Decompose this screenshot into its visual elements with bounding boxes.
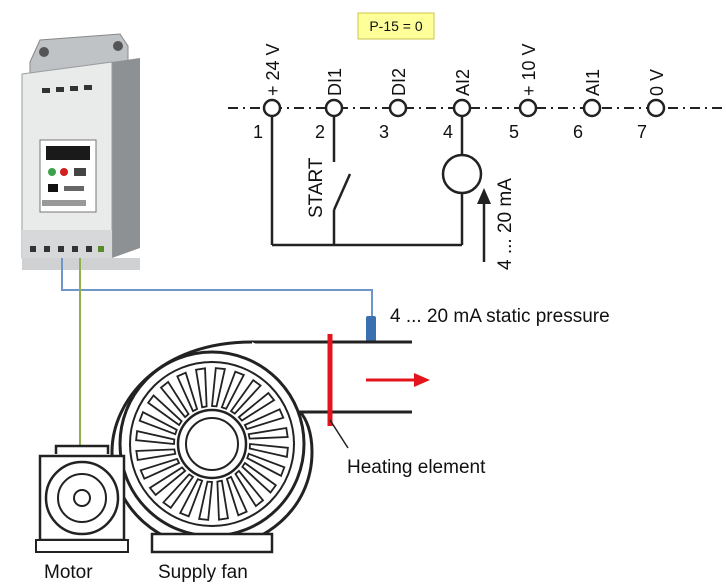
terminal-1-number: 1 [253, 122, 263, 142]
fan-blade [246, 452, 286, 478]
terminal-4-number: 4 [443, 122, 453, 142]
fan-blade [243, 408, 285, 431]
fan-blade [229, 378, 262, 415]
current-label: 4 ... 20 mA [495, 178, 516, 270]
fan-blade [138, 410, 178, 436]
fan-blade [220, 370, 246, 410]
terminal-2-number: 2 [315, 122, 325, 142]
terminal-7-number: 7 [637, 122, 647, 142]
fan-blade [178, 478, 204, 518]
sensor-signal-wire [61, 258, 373, 318]
terminal-7-label: 0 V [647, 69, 667, 96]
fan-blade [135, 430, 176, 445]
display-icon [46, 146, 90, 160]
stop-button-icon [60, 168, 68, 176]
terminal-4-icon [452, 98, 472, 118]
terminal-5-number: 5 [509, 122, 519, 142]
terminal-6-number: 6 [573, 122, 583, 142]
terminal-1-label: + 24 V [263, 43, 283, 96]
terminal-2-label: DI1 [325, 68, 345, 96]
fan-blade [162, 473, 195, 510]
fan-blade [148, 466, 187, 497]
current-source-icon [441, 153, 483, 195]
fan-blade [139, 457, 181, 480]
fan-blade [234, 469, 265, 508]
pressure-sensor [366, 316, 376, 342]
supply-fan [110, 340, 412, 554]
terminal-5-label: + 10 V [519, 43, 539, 96]
fan-blade [248, 443, 289, 458]
terminal-6-label: AI1 [583, 69, 603, 96]
fan-blade [237, 391, 276, 422]
parameter-badge-label: P-15 = 0 [369, 18, 423, 34]
terminal-3-icon [388, 98, 408, 118]
terminal-3-label: DI2 [389, 68, 409, 96]
motor-label: Motor [44, 562, 93, 583]
parameter-badge: P-15 = 0 [357, 12, 435, 40]
terminal-strip: 1 + 24 V 2 DI1 3 DI2 4 AI2 5 + 10 V 6 AI1 7 0 V [253, 43, 667, 142]
current-arrow-head [477, 188, 491, 204]
frequency-inverter [21, 33, 140, 270]
fan-blade [211, 367, 226, 408]
fan-blade [198, 480, 213, 521]
start-switch-label: START [306, 157, 327, 218]
fan-blade [135, 448, 177, 462]
fan-blade [247, 426, 289, 440]
heating-element-leader [329, 419, 349, 449]
terminal-5-icon [518, 98, 538, 118]
fan-blade [159, 380, 190, 419]
airflow-arrow-head [414, 373, 430, 387]
fan-blade [176, 371, 199, 413]
fan-blade [241, 461, 278, 494]
sensor-label: 4 ... 20 mA static pressure [390, 306, 610, 327]
run-button-icon [48, 168, 56, 176]
fan-impeller-icon [135, 367, 289, 521]
terminal-3-number: 3 [379, 122, 389, 142]
fan-blade [216, 479, 230, 521]
terminal-7-icon [646, 98, 666, 118]
fan-blade [146, 394, 183, 427]
fan-blade [194, 367, 208, 409]
supply-fan-label: Supply fan [158, 562, 248, 583]
motor [35, 444, 129, 553]
terminal-4-label: AI2 [453, 69, 473, 96]
fan-blade [225, 475, 248, 517]
heating-element-label: Heating element [347, 457, 486, 478]
control-wiring [270, 117, 464, 247]
terminal-6-icon [582, 98, 602, 118]
terminal-2-icon [324, 98, 344, 118]
terminal-1-icon [262, 98, 282, 118]
